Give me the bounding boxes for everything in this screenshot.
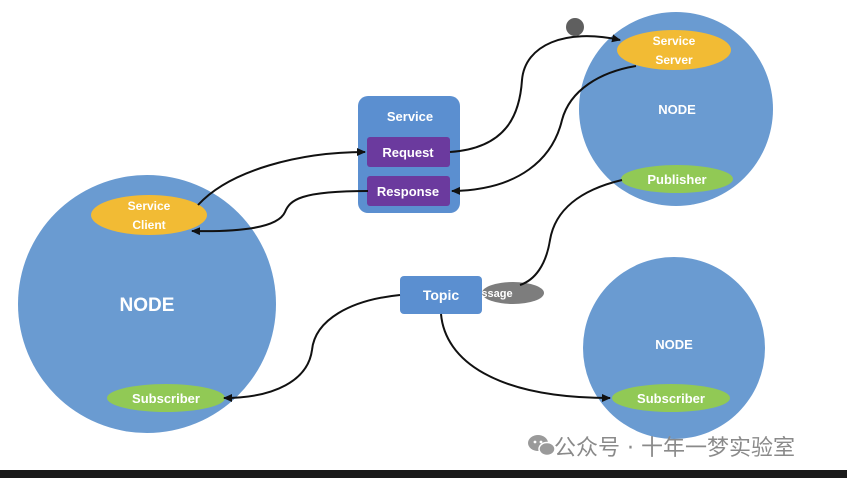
service-title: Service (387, 109, 433, 124)
subscriber-right-label: Subscriber (637, 391, 705, 406)
service-client-ellipse (91, 195, 207, 235)
message-label: ssage (481, 288, 512, 300)
response-to-client-arrow (191, 190, 369, 236)
subscriber-right-ellipse (612, 384, 730, 412)
node-left (18, 175, 276, 433)
publisher-ellipse (621, 165, 733, 193)
subscriber-left-label: Subscriber (132, 391, 200, 406)
bottom-border (0, 470, 847, 478)
topic-to-subscriber-left-arrow (223, 294, 401, 402)
service-server-ellipse (617, 30, 731, 70)
wechat-icon (528, 435, 556, 457)
watermark: 公众号 · 十年一梦实验室 (522, 430, 795, 462)
service-server-label-2: Server (655, 53, 693, 67)
node-top-right-label: NODE (658, 102, 696, 117)
node-left-label: NODE (120, 295, 175, 316)
subscriber-left-ellipse (107, 384, 225, 412)
publisher-to-topic-line (519, 179, 623, 286)
topic-to-subscriber-right-arrow (440, 313, 611, 402)
publisher-label: Publisher (647, 172, 706, 187)
request-to-server-arrow (449, 34, 621, 153)
connection-dot (566, 18, 584, 36)
response-box (367, 176, 450, 206)
response-label: Response (377, 184, 439, 199)
topic-label: Topic (423, 287, 460, 303)
server-to-response-arrow (451, 65, 637, 195)
watermark-text: 公众号 · 十年一梦实验室 (554, 436, 795, 461)
node-bottom-right-label: NODE (655, 337, 693, 352)
service-client-label-2: Client (132, 218, 165, 232)
topic-box (400, 276, 482, 314)
service-server-label-1: Service (653, 34, 696, 48)
client-to-request-arrow (197, 148, 366, 206)
request-label: Request (382, 145, 434, 160)
service-client-label-1: Service (128, 199, 171, 213)
message-ellipse (482, 282, 544, 304)
request-box (367, 137, 450, 167)
